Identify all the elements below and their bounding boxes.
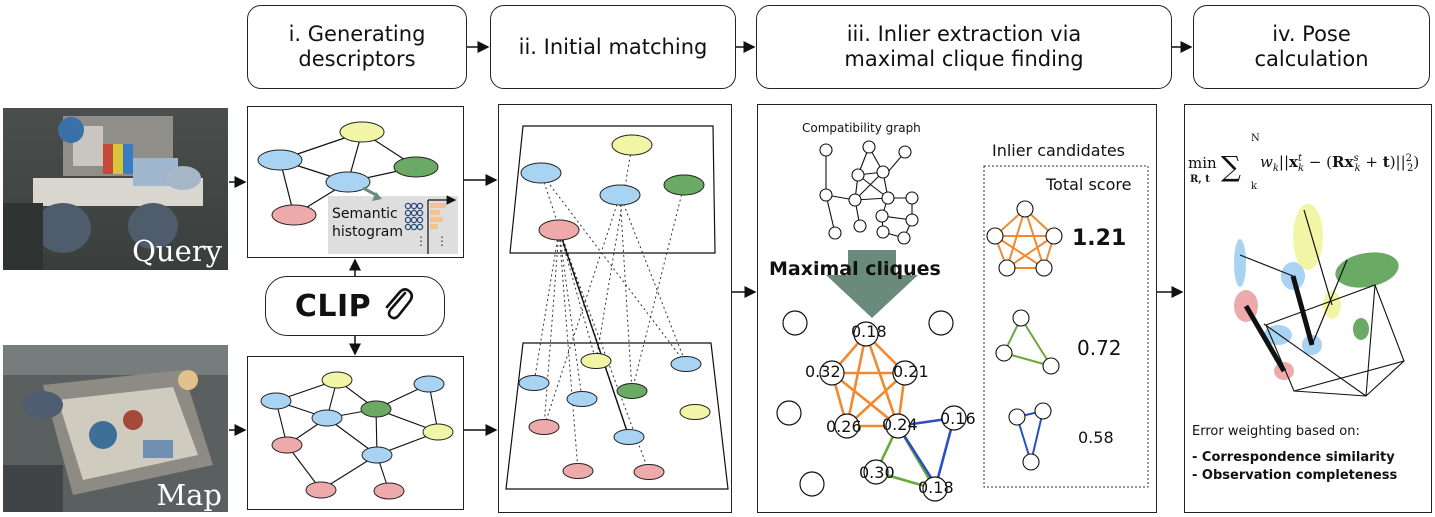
- candidate-1-clique: [986, 200, 1063, 277]
- stage-inlier-extraction: iii. Inlier extraction via maximal cliqu…: [756, 5, 1172, 89]
- map-scene-graph: [275, 379, 439, 492]
- semantic-histogram-inset: ⋮ ⋮: [328, 186, 458, 254]
- candidate-3-clique: [1008, 402, 1052, 471]
- formula-min-subscript: R, t: [1190, 174, 1210, 185]
- candidate-2-clique: [995, 309, 1060, 375]
- matching-query-nodes: [520, 134, 705, 241]
- inlier-panel: [757, 104, 1157, 513]
- clique-weight-6: 0.16: [940, 409, 976, 428]
- map-label: Map: [156, 478, 222, 512]
- compatibility-graph-nodes: [819, 140, 919, 245]
- inlier-candidates-title: Inlier candidates: [992, 141, 1126, 160]
- svg-text:⋮: ⋮: [415, 234, 427, 248]
- total-score-label: Total score: [1046, 175, 1132, 194]
- svg-text:⋮: ⋮: [436, 234, 448, 248]
- pose-panel: [1184, 104, 1432, 513]
- clique-weight-7: 0.30: [859, 463, 895, 482]
- clique-nodes: [776, 310, 967, 502]
- score-candidate-2: 0.72: [1077, 336, 1122, 360]
- query-scene-nodes: [257, 121, 439, 226]
- clip-encoder-box: CLIP: [265, 276, 445, 336]
- clique-weight-4: 0.26: [826, 417, 862, 436]
- pose-ellipses: [1234, 204, 1399, 380]
- formula-sum-bottom: k: [1251, 181, 1258, 192]
- query-point-cloud: Query: [3, 108, 228, 270]
- svg-text:∑: ∑: [1221, 150, 1241, 183]
- map-plane: [505, 342, 729, 490]
- matching-map-nodes: [518, 353, 711, 480]
- histogram-label: Semantic histogram: [332, 206, 403, 240]
- stage-initial-matching: ii. Initial matching: [490, 5, 736, 89]
- query-label: Query: [132, 234, 222, 268]
- clique-weight-1: 0.18: [851, 322, 887, 341]
- pose-correspondences: [1239, 209, 1348, 373]
- paperclip-icon: [381, 285, 415, 327]
- score-candidate-3: 0.58: [1078, 428, 1114, 447]
- clique-weight-5: 0.24: [882, 415, 918, 434]
- clique-weight-3: 0.21: [893, 362, 929, 381]
- formula-sum-top: N: [1251, 133, 1260, 144]
- maximal-cliques-arrow: [826, 250, 918, 318]
- descriptor-graph-panel-query: [247, 106, 464, 258]
- map-scene-nodes: [260, 371, 454, 500]
- stage-generating-descriptors: i. Generating descriptors: [247, 5, 467, 89]
- compatibility-graph: [825, 146, 913, 239]
- error-weighting-title: Error weighting based on:: [1192, 424, 1360, 439]
- score-candidate-1: 1.21: [1072, 226, 1127, 251]
- stage-pose-calculation: iv. Pose calculation: [1193, 5, 1430, 89]
- error-weighting-item-2: - Observation completeness: [1192, 468, 1398, 483]
- clique-weight-2: 0.32: [805, 362, 841, 381]
- map-point-cloud: Map: [3, 345, 228, 512]
- descriptor-graph-panel-map: [247, 356, 464, 510]
- matching-panel: [498, 104, 732, 513]
- maximal-cliques-label: Maximal cliques: [769, 258, 941, 280]
- query-plane: [509, 125, 716, 254]
- compatibility-graph-title: Compatibility graph: [802, 121, 921, 135]
- formula-min: min: [1188, 154, 1217, 172]
- clique-weight-8: 0.18: [918, 478, 954, 497]
- inlier-candidates-box: [983, 165, 1149, 488]
- true-match-line: [558, 229, 630, 438]
- clip-label: CLIP: [294, 288, 372, 324]
- error-weighting-item-1: - Correspondence similarity: [1192, 450, 1395, 465]
